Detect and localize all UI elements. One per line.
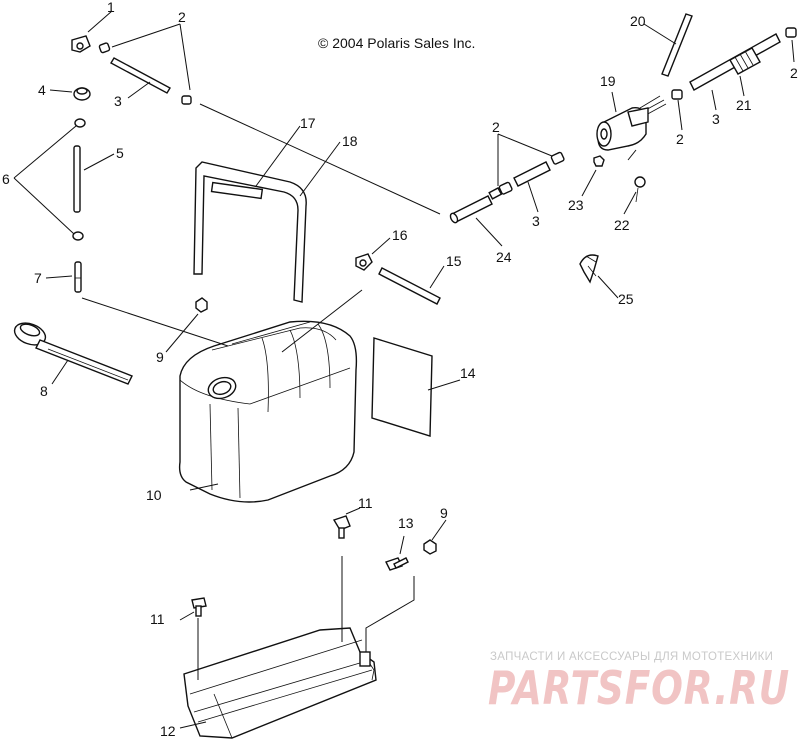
part-24-fitting bbox=[449, 187, 503, 224]
callout-2: 2 bbox=[492, 119, 500, 135]
callout-8: 8 bbox=[40, 383, 48, 399]
part-8-fuel-cap-sender bbox=[13, 322, 133, 385]
callout-20: 20 bbox=[630, 13, 646, 29]
callout-1: 1 bbox=[107, 0, 115, 15]
watermark-tagline: ЗАПЧАСТИ И АКСЕССУАРЫ ДЛЯ МОТОТЕХНИКИ bbox=[490, 651, 773, 663]
part-3-hose-mid bbox=[513, 161, 551, 187]
callout-6: 6 bbox=[2, 171, 10, 187]
part-6-cap-bottom bbox=[72, 231, 84, 241]
partsfor-watermark: ЗАПЧАСТИ И АКСЕССУАРЫ ДЛЯ МОТОТЕХНИКИ PA… bbox=[488, 651, 790, 715]
callout-4: 4 bbox=[38, 82, 46, 98]
callout-18: 18 bbox=[342, 133, 358, 149]
part-11-bolt-upper bbox=[332, 515, 351, 539]
callout-23: 23 bbox=[568, 197, 584, 213]
callout-2: 2 bbox=[676, 131, 684, 147]
callout-3: 3 bbox=[114, 93, 122, 109]
part-7-fitting bbox=[74, 261, 82, 293]
callout-19: 19 bbox=[600, 73, 616, 89]
part-11-bolt-lower bbox=[191, 597, 207, 617]
callout-14: 14 bbox=[460, 365, 476, 381]
part-9-nut-lower bbox=[423, 539, 437, 555]
callout-16: 16 bbox=[392, 227, 408, 243]
part-19-fuel-pump bbox=[596, 95, 667, 151]
leader-lines bbox=[13, 10, 795, 729]
part-10-fuel-tank bbox=[178, 320, 358, 503]
part-6-cap-top bbox=[74, 118, 86, 128]
part-9-nut-left bbox=[195, 297, 208, 313]
callout-3: 3 bbox=[712, 111, 720, 127]
part-2-hose-clamp-upper-left bbox=[98, 42, 111, 54]
part-2-hose-clamp-mid-a bbox=[498, 181, 513, 195]
part-15-hose bbox=[378, 267, 441, 305]
callout-5: 5 bbox=[116, 145, 124, 161]
callout-17: 17 bbox=[300, 115, 316, 131]
callout-2: 2 bbox=[178, 9, 186, 25]
part-3-vent-hose-left bbox=[110, 57, 171, 94]
callout-11: 11 bbox=[358, 495, 373, 511]
callout-25: 25 bbox=[618, 291, 634, 307]
part-12-skid-plate bbox=[183, 627, 377, 739]
callout-13: 13 bbox=[398, 515, 414, 531]
part-20-rod bbox=[661, 13, 693, 77]
part-25-clip bbox=[579, 254, 599, 284]
callout-11: 11 bbox=[150, 611, 165, 627]
part-13-bolt bbox=[385, 557, 409, 571]
part-16-fitting bbox=[355, 253, 373, 271]
part-2-hose-clamp-right-low bbox=[671, 89, 683, 100]
copyright-text: © 2004 Polaris Sales Inc. bbox=[318, 35, 475, 51]
callout-3: 3 bbox=[532, 213, 540, 229]
part-22-screw bbox=[634, 176, 646, 203]
callout-9: 9 bbox=[156, 349, 164, 365]
callout-22: 22 bbox=[614, 217, 630, 233]
callout-2: 2 bbox=[790, 65, 798, 81]
callout-12: 12 bbox=[160, 723, 176, 739]
part-2-hose-clamp-upper-mid bbox=[181, 95, 192, 105]
callout-15: 15 bbox=[446, 253, 462, 269]
watermark-brand: PARTSFOR.RU bbox=[488, 661, 790, 715]
callout-21: 21 bbox=[736, 97, 752, 113]
part-1-vent-fitting bbox=[71, 35, 91, 53]
part-4-grommet bbox=[73, 87, 91, 101]
callout-7: 7 bbox=[34, 270, 42, 286]
part-17-decal bbox=[210, 181, 264, 200]
callout-10: 10 bbox=[146, 487, 162, 503]
part-2-hose-clamp-right-top bbox=[785, 27, 797, 38]
callout-9: 9 bbox=[440, 505, 448, 521]
part-18-tank-strap bbox=[193, 161, 307, 303]
part-5-vent-tube bbox=[73, 145, 81, 213]
part-14-pad bbox=[371, 337, 433, 437]
part-2-hose-clamp-mid-b bbox=[550, 151, 565, 165]
part-23-nut bbox=[593, 155, 605, 167]
callout-24: 24 bbox=[496, 249, 512, 265]
part-21-hose-sleeve bbox=[689, 33, 781, 91]
